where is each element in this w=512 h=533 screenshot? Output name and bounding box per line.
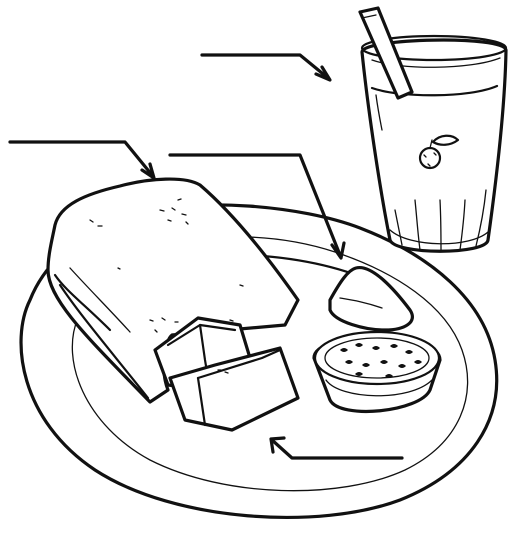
jam-cup [314,332,440,411]
arrow-to-glass [202,55,330,80]
arrow-to-toast [10,142,154,178]
